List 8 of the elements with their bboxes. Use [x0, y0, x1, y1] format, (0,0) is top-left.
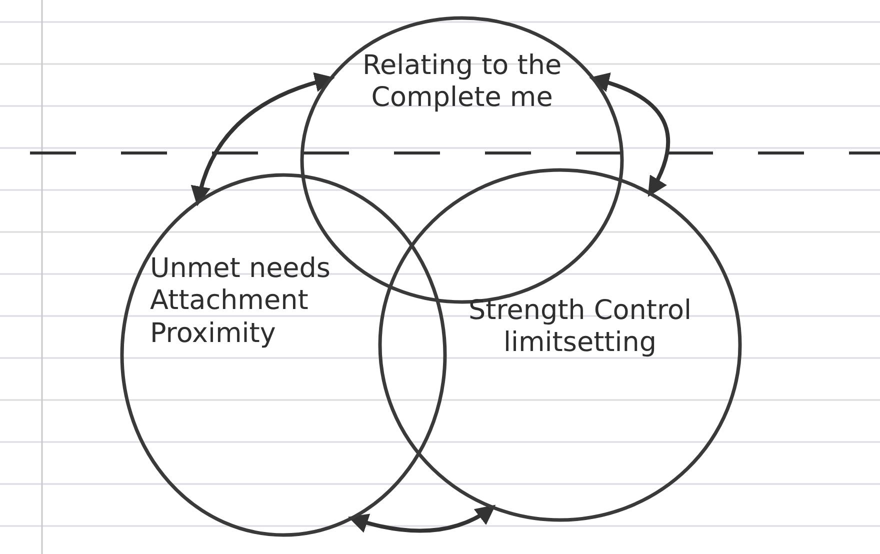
venn-circle — [380, 170, 740, 520]
double-arrow — [589, 73, 670, 197]
circle-label: Unmet needs Attachment Proximity — [150, 253, 332, 350]
circle-label: Strength Control limitsetting — [468, 295, 692, 360]
double-arrow — [348, 504, 496, 533]
double-arrow — [192, 72, 335, 206]
circle-label: Relating to the Complete me — [361, 50, 563, 115]
venn-circle — [122, 175, 445, 535]
